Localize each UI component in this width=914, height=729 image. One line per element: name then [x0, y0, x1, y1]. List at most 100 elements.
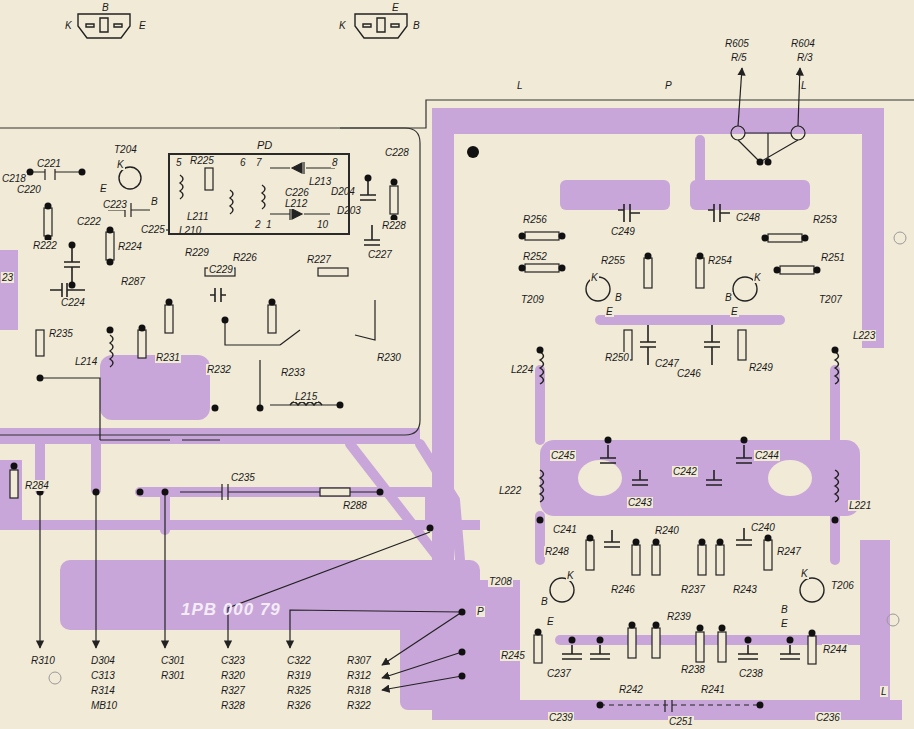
part-label: 7 [255, 157, 263, 168]
part-label: R/3 [796, 52, 814, 63]
part-label: C248 [735, 212, 761, 223]
part-label: R312 [346, 670, 372, 681]
part-label: C235 [230, 472, 256, 483]
part-label: R248 [544, 546, 570, 557]
part-label: R251 [820, 252, 846, 263]
part-label: R242 [618, 684, 644, 695]
part-label: R310 [30, 655, 56, 666]
part-label: R226 [232, 252, 258, 263]
part-label: C238 [738, 668, 764, 679]
part-label: E [546, 616, 555, 627]
part-label: R241 [700, 684, 726, 695]
part-label: R238 [680, 664, 706, 675]
part-label: C220 [16, 184, 42, 195]
part-label: B [150, 196, 159, 207]
part-label: R232 [206, 364, 232, 375]
part-label: R325 [286, 685, 312, 696]
part-label: R237 [680, 584, 706, 595]
part-label: C313 [90, 670, 116, 681]
part-label: B [724, 292, 733, 303]
part-label: R243 [732, 584, 758, 595]
part-label: R287 [120, 276, 146, 287]
part-label: C236 [815, 712, 841, 723]
part-label: T208 [488, 576, 513, 587]
part-label: R246 [610, 584, 636, 595]
part-label: 6 [239, 157, 247, 168]
part-label: C225 [140, 224, 166, 235]
part-label: P [476, 606, 485, 617]
part-label: R222 [32, 240, 58, 251]
part-label: R322 [346, 700, 372, 711]
part-label: L221 [848, 500, 872, 511]
part-label: K [338, 20, 347, 31]
part-label: R239 [666, 611, 692, 622]
box-heading: PD [256, 139, 273, 151]
part-label: 1 [265, 219, 273, 230]
part-label: C243 [627, 497, 653, 508]
part-label: K [753, 272, 762, 283]
part-label: B [412, 20, 421, 31]
part-label: R328 [220, 700, 246, 711]
part-label: R250 [604, 352, 630, 363]
part-label: R231 [155, 352, 181, 363]
part-label: R318 [346, 685, 372, 696]
part-label: 10 [316, 219, 329, 230]
part-label: R225 [189, 155, 215, 166]
part-label: R235 [48, 328, 74, 339]
part-label: K [566, 570, 575, 581]
part-label: C239 [548, 712, 574, 723]
part-label: L212 [284, 198, 308, 209]
part-label: R229 [184, 247, 210, 258]
part-label: T204 [113, 144, 138, 155]
part-label: R320 [220, 670, 246, 681]
part-label: R288 [342, 500, 368, 511]
part-label: R284 [24, 480, 50, 491]
part-label: C246 [676, 368, 702, 379]
part-label: R227 [306, 254, 332, 265]
part-label: L223 [852, 330, 876, 341]
part-label: MB10 [90, 700, 118, 711]
part-label: C244 [754, 450, 780, 461]
part-label: R240 [654, 525, 680, 536]
part-label: C251 [668, 716, 694, 727]
part-label: L214 [74, 356, 98, 367]
part-label: L213 [308, 176, 332, 187]
part-label: E [391, 2, 400, 13]
part-label: E [605, 306, 614, 317]
part-label: 8 [331, 157, 339, 168]
part-label: C218 [1, 173, 27, 184]
part-label: D204 [330, 186, 356, 197]
part-label: C226 [284, 187, 310, 198]
part-label: D304 [90, 655, 116, 666]
part-label: R253 [812, 214, 838, 225]
part-label: R307 [346, 655, 372, 666]
part-label: B [614, 292, 623, 303]
part-label: C229 [208, 264, 234, 275]
part-label: R255 [600, 255, 626, 266]
part-label: R301 [160, 670, 186, 681]
part-label: C242 [672, 466, 698, 477]
part-label: R224 [117, 241, 143, 252]
part-label: C221 [36, 158, 62, 169]
part-label: B [540, 596, 549, 607]
part-label: B [780, 604, 789, 615]
part-label: C323 [220, 655, 246, 666]
part-label: C222 [76, 216, 102, 227]
sub-assembly-box: PD [168, 153, 350, 235]
part-label: L [880, 686, 888, 697]
part-label: R249 [748, 362, 774, 373]
part-label: L [516, 80, 524, 91]
part-label: L224 [510, 364, 534, 375]
part-label: R256 [522, 214, 548, 225]
part-label: R247 [776, 546, 802, 557]
part-label: T207 [818, 294, 843, 305]
part-label: T209 [520, 294, 545, 305]
part-label: R254 [707, 255, 733, 266]
part-label: R327 [220, 685, 246, 696]
part-label: R244 [822, 644, 848, 655]
part-label: R604 [790, 38, 816, 49]
board-number: 1PB 000 79 [180, 600, 282, 619]
part-label: L [800, 80, 808, 91]
